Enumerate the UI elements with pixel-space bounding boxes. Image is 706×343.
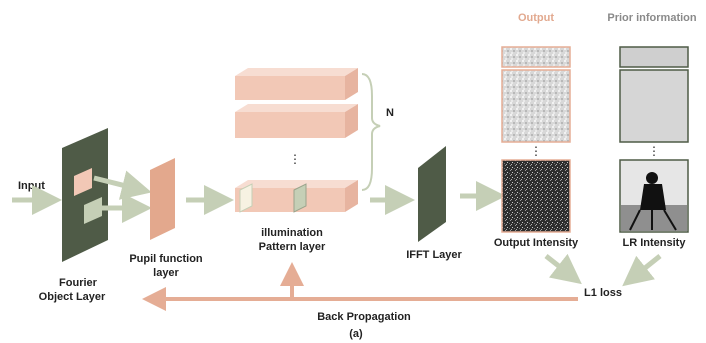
- output-header: Output: [518, 12, 554, 24]
- illumination-slab-2: [235, 104, 358, 138]
- arrow-output-to-l1: [544, 253, 582, 285]
- ifft-layer: [418, 146, 446, 242]
- output-intensity-label: Output Intensity: [494, 237, 579, 249]
- pupil-label-line2: layer: [153, 267, 179, 279]
- input-label: Input: [18, 180, 45, 192]
- back-propagation-label: Back Propagation: [317, 311, 411, 323]
- ifft-label: IFFT Layer: [406, 249, 462, 261]
- arrow-lr-to-l1: [622, 254, 662, 287]
- pupil-function-layer: [150, 158, 175, 240]
- arrow-fourier-to-pupil-top: [93, 170, 152, 200]
- pupil-label-line1: Pupil function: [129, 253, 203, 265]
- output-intensity-image: [501, 159, 571, 233]
- fourier-object-layer: [62, 128, 108, 262]
- figure-caption: (a): [349, 328, 363, 340]
- illumination-label-line1: illumination: [261, 227, 323, 239]
- prior-ellipsis: ⋮: [648, 144, 660, 158]
- output-image-stack: [501, 46, 571, 143]
- lr-intensity-image: [619, 159, 689, 233]
- n-label: N: [386, 107, 394, 119]
- illumination-slab-3: [235, 180, 358, 213]
- fourier-label-line2: Object Layer: [39, 291, 106, 303]
- prior-image-stack: [619, 46, 689, 143]
- output-ellipsis: ⋮: [530, 144, 542, 158]
- fourier-label-line1: Fourier: [59, 277, 98, 289]
- illumination-label-line2: Pattern layer: [259, 241, 326, 253]
- n-brace: [361, 73, 381, 191]
- l1-loss-label: L1 loss: [584, 287, 622, 299]
- illumination-slab-1: [235, 68, 358, 100]
- prior-header: Prior information: [607, 12, 697, 24]
- slab-ellipsis: ⋮: [289, 152, 301, 166]
- lr-intensity-label: LR Intensity: [623, 237, 687, 249]
